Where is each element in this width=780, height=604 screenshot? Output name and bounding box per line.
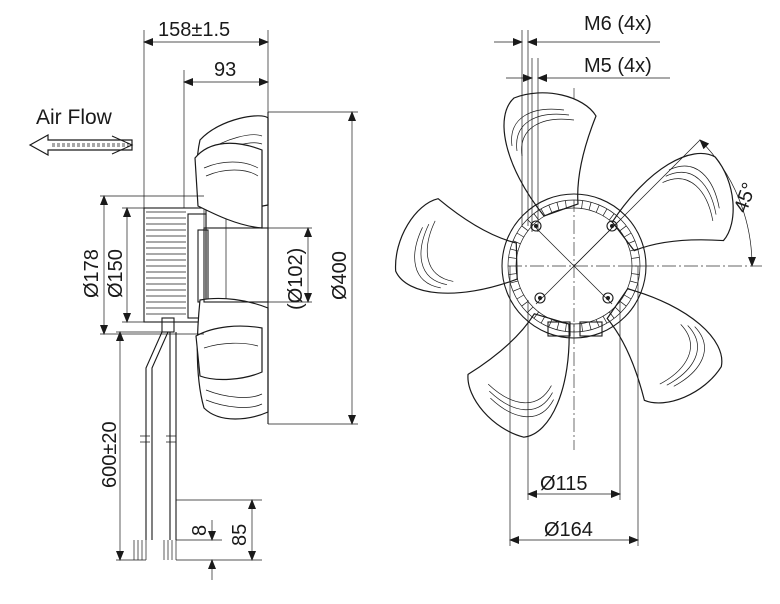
dim-strip xyxy=(176,499,262,580)
front-blade xyxy=(611,152,734,252)
impeller-hub xyxy=(203,227,269,303)
angle-dimension xyxy=(573,139,757,267)
depth-value: 93 xyxy=(214,59,236,81)
side-blade-top xyxy=(194,115,269,229)
overall-length-value: 158±1.5 xyxy=(158,19,230,41)
sleeve-length-value: 85 xyxy=(229,524,251,546)
front-blade xyxy=(467,313,570,438)
dim-depth xyxy=(183,70,269,208)
hub-diameter: (Ø102) xyxy=(285,248,307,310)
air-flow-label: Air Flow xyxy=(36,106,113,129)
side-view: Air Flow xyxy=(28,19,358,580)
front-blade xyxy=(606,288,723,404)
impeller-diameter: Ø400 xyxy=(329,251,351,300)
front-blades xyxy=(395,92,734,438)
strip-length-value: 8 xyxy=(189,525,211,536)
thread-leaders xyxy=(494,30,670,232)
front-blade xyxy=(503,92,597,217)
cable-length-value: 600±20 xyxy=(99,421,121,488)
bolt-circle-inner: Ø115 xyxy=(540,473,587,495)
cables xyxy=(133,331,177,560)
m5-label: M5 (4x) xyxy=(584,55,652,77)
dim-hub xyxy=(268,227,312,303)
dim-overall-length xyxy=(143,30,269,208)
bolt-circle-outer: Ø164 xyxy=(544,519,593,541)
motor-outer-diameter: Ø178 xyxy=(81,249,103,298)
front-blade xyxy=(395,198,518,294)
side-blade-bottom xyxy=(195,297,269,420)
air-flow-arrow xyxy=(28,133,134,157)
bolt-circle-dims xyxy=(509,266,639,546)
dim-impeller xyxy=(268,111,358,425)
angle-label: 45° xyxy=(730,180,761,216)
m6-label: M6 (4x) xyxy=(584,13,652,35)
front-view: M6 (4x) M5 (4x) 45° Ø115 Ø164 xyxy=(395,13,762,546)
motor-inner-diameter: Ø150 xyxy=(105,249,127,298)
dim-cable-length xyxy=(116,331,162,561)
